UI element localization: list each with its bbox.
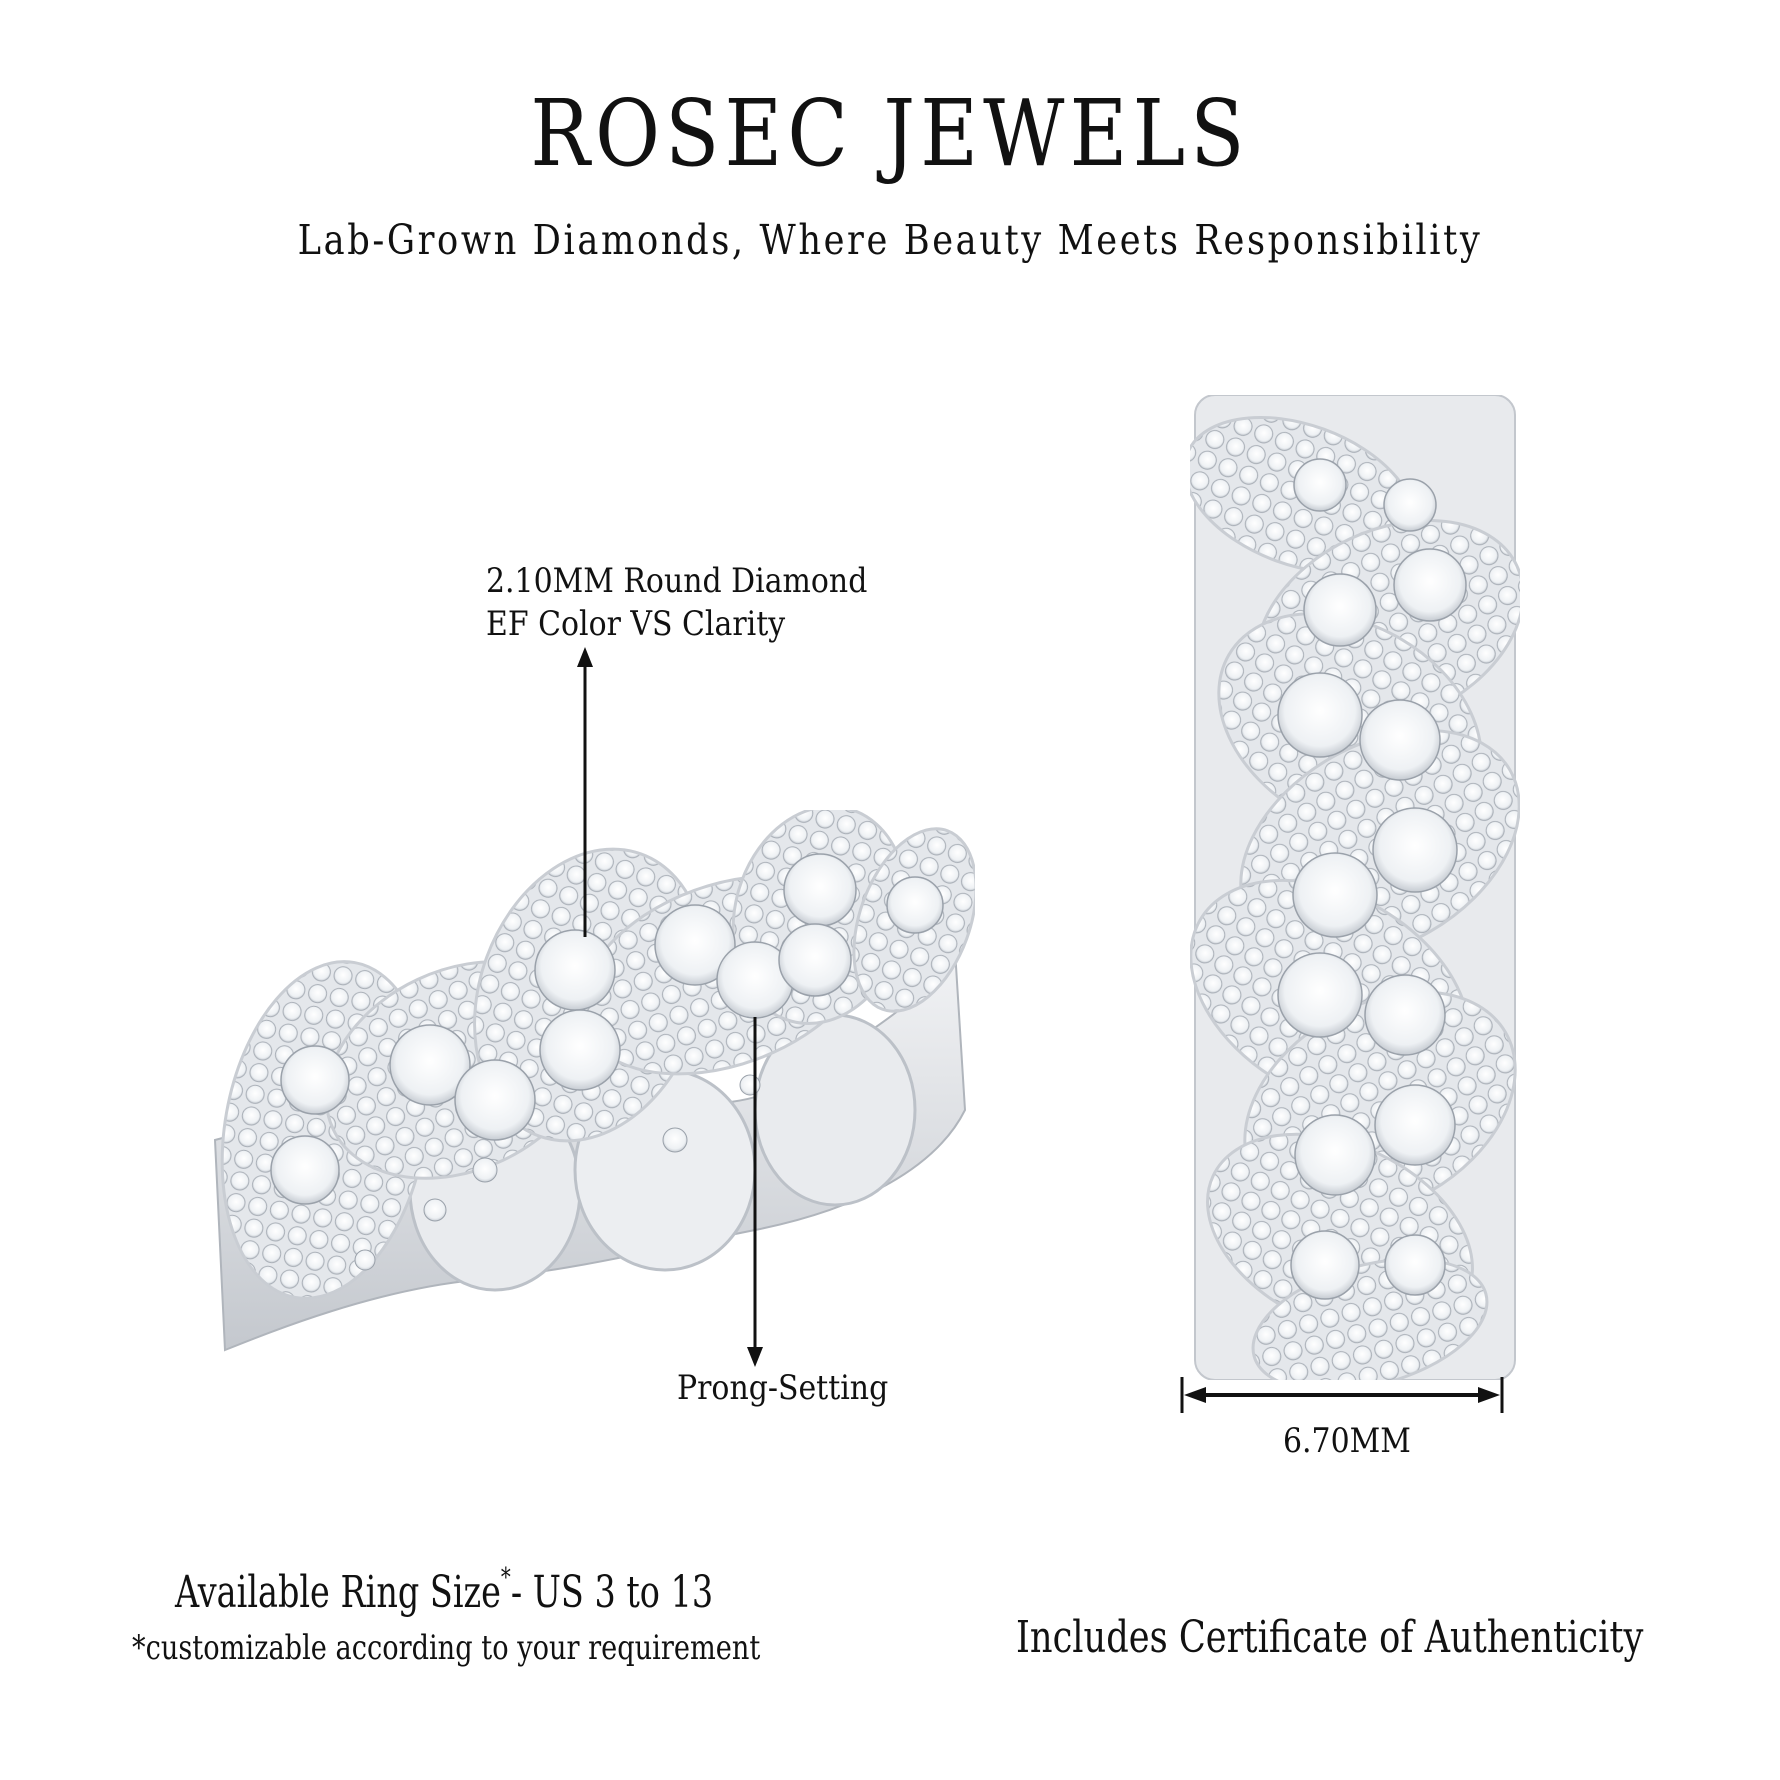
brand-title: ROSEC JEWELS: [530, 80, 1250, 187]
diamond-spec-label: 2.10MM Round Diamond EF Color VS Clarity: [486, 560, 867, 645]
brand-tagline: Lab-Grown Diamonds, Where Beauty Meets R…: [297, 216, 1483, 264]
customizable-note: *customizable according to your requirem…: [132, 1628, 761, 1668]
arrow-down-icon: [747, 1017, 763, 1367]
ring-size-label: Available Ring Size: [175, 1567, 501, 1618]
prong-setting-label: Prong-Setting: [677, 1368, 889, 1408]
ring-size-range: - US 3 to 13: [510, 1567, 714, 1618]
ring-size-asterisk: *: [500, 1563, 511, 1593]
ring-top-view-image: [1190, 395, 1520, 1380]
arrow-up-icon: [577, 647, 593, 937]
certificate-note: Includes Certificate of Authenticity: [1016, 1612, 1644, 1663]
diamond-quality-text: EF Color VS Clarity: [486, 603, 786, 644]
width-dimension-icon: [1180, 1377, 1504, 1413]
ring-angled-view-image: [213, 810, 975, 1352]
ring-size-info: Available Ring Size*- US 3 to 13: [175, 1563, 714, 1618]
diamond-size-text: 2.10MM Round Diamond: [486, 561, 868, 601]
width-measure-label: 6.70MM: [1283, 1421, 1411, 1461]
